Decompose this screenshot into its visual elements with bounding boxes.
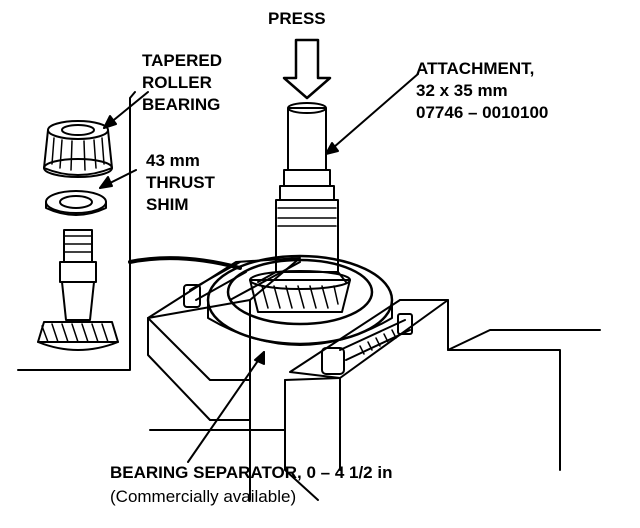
exploded-pinion <box>37 229 119 351</box>
press-attachment <box>257 38 347 283</box>
leader-inset <box>128 256 242 270</box>
separator-note-label: (Commercially available) <box>110 487 297 506</box>
bearing-separator-label: BEARING SEPARATOR, 0 – 4 1/2 in <box>110 463 393 482</box>
press-table <box>147 257 601 501</box>
shim-label-line-2: THRUST <box>146 173 215 192</box>
press-label: PRESS <box>268 9 326 28</box>
attachment-label-line-3: 07746 – 0010100 <box>416 103 549 122</box>
inset-panel <box>17 91 136 371</box>
thrust-shim-label: 43 mm THRUST SHIM <box>146 150 215 216</box>
bearing-label-line-2: ROLLER <box>142 73 212 92</box>
attachment-label-line-1: ATTACHMENT, <box>416 59 535 78</box>
tapered-roller-bearing-label: TAPERED ROLLER BEARING <box>142 50 222 116</box>
attachment-label: ATTACHMENT, 32 x 35 mm 07746 – 0010100 <box>416 58 548 124</box>
attachment-label-line-2: 32 x 35 mm <box>416 81 508 100</box>
shim-label-line-1: 43 mm <box>146 151 200 170</box>
shim-label-line-3: SHIM <box>146 195 189 214</box>
bearing-separator <box>183 254 413 375</box>
exploded-shim <box>45 190 107 216</box>
exploded-bearing <box>43 120 113 178</box>
leader-lines <box>99 73 419 463</box>
bearing-label-line-3: BEARING <box>142 95 221 114</box>
bearing-label-line-1: TAPERED <box>142 51 222 70</box>
